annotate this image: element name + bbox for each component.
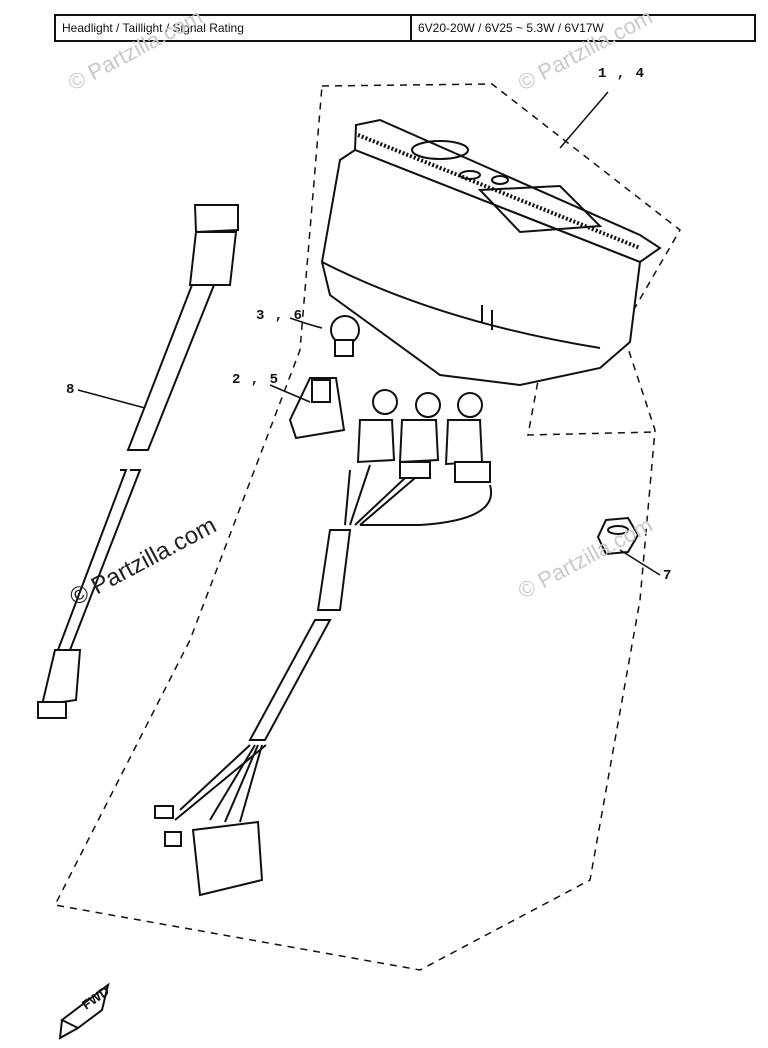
assembly-outline [53,83,681,971]
wiring-harness [154,464,493,897]
callout-bulb: 3 , 6 [256,308,304,324]
callout-nut: 7 [663,568,673,584]
callout-cable: 8 [66,382,76,398]
nut [596,516,640,556]
speedometer-cable [37,204,239,719]
bulb [330,315,360,357]
spec-table: Headlight / Taillight / Signal Rating 6V… [54,14,756,42]
fwd-arrow [58,982,110,1040]
bulb-sockets [288,377,491,483]
spec-value: 6V20-20W / 6V25 ~ 5.3W / 6V17W [418,21,604,35]
callout-meter-assembly: 1 , 4 [598,66,646,82]
leader-lines [77,91,661,576]
meter-housing [320,118,662,387]
callout-socket: 2 , 5 [232,372,280,388]
spec-label: Headlight / Taillight / Signal Rating [56,16,412,40]
